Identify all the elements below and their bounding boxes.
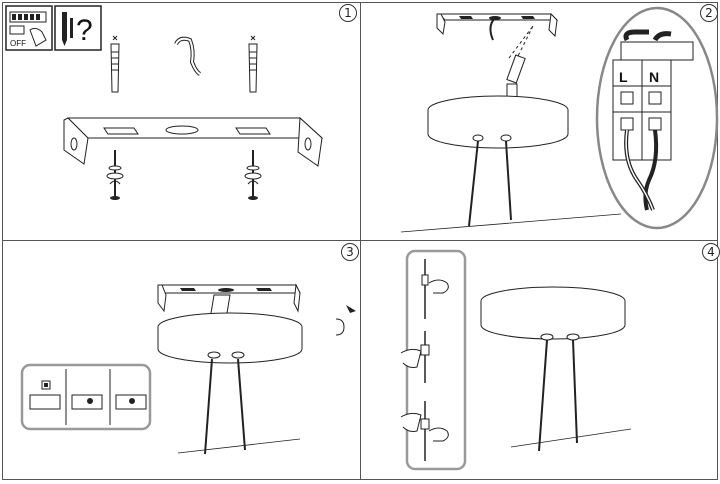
step-3-illustration bbox=[20, 283, 356, 455]
frame-right bbox=[717, 2, 718, 480]
step-number-1: 1 bbox=[339, 4, 357, 22]
step-2-panel: 2 bbox=[361, 0, 720, 241]
step-2-illustration: L N bbox=[400, 6, 719, 233]
wall-plug-left bbox=[110, 35, 120, 93]
frame-bottom bbox=[2, 479, 718, 480]
screw-right bbox=[244, 150, 262, 200]
step-4-illustration bbox=[400, 249, 632, 471]
step-4-panel: 4 bbox=[361, 241, 720, 484]
divider-horizontal bbox=[2, 240, 718, 241]
neutral-terminal-label: N bbox=[649, 69, 659, 85]
ceiling-canopy bbox=[427, 95, 569, 149]
step-3-panel: 3 bbox=[0, 241, 361, 484]
step-number-2: 2 bbox=[700, 4, 718, 22]
ceiling-cable bbox=[174, 36, 202, 76]
divider-vertical bbox=[360, 2, 361, 480]
tools-box: ? bbox=[54, 5, 102, 51]
off-label: OFF bbox=[10, 39, 26, 48]
fixing-detail-inset bbox=[20, 363, 152, 431]
step-number-3: 3 bbox=[341, 243, 359, 261]
live-terminal-label: L bbox=[619, 69, 628, 85]
terminal-block-small bbox=[506, 54, 526, 101]
frame-top bbox=[2, 2, 718, 3]
frame-left bbox=[2, 2, 3, 480]
screw-left bbox=[106, 150, 124, 200]
wiring-detail-zoom: L N bbox=[595, 6, 719, 230]
power-off-box: OFF bbox=[5, 5, 53, 51]
step-1-illustration: OFF ? bbox=[5, 5, 324, 200]
wall-plug-right bbox=[248, 35, 258, 93]
ceiling-canopy-step3 bbox=[157, 312, 303, 364]
finished-canopy bbox=[480, 286, 626, 341]
help-mark: ? bbox=[76, 14, 93, 47]
mounting-bracket bbox=[63, 116, 324, 167]
cable-adjust-inset bbox=[400, 249, 467, 471]
side-screw bbox=[335, 305, 356, 336]
step-1-panel: 1 OFF ? bbox=[0, 0, 361, 241]
mounted-bracket bbox=[436, 12, 559, 38]
